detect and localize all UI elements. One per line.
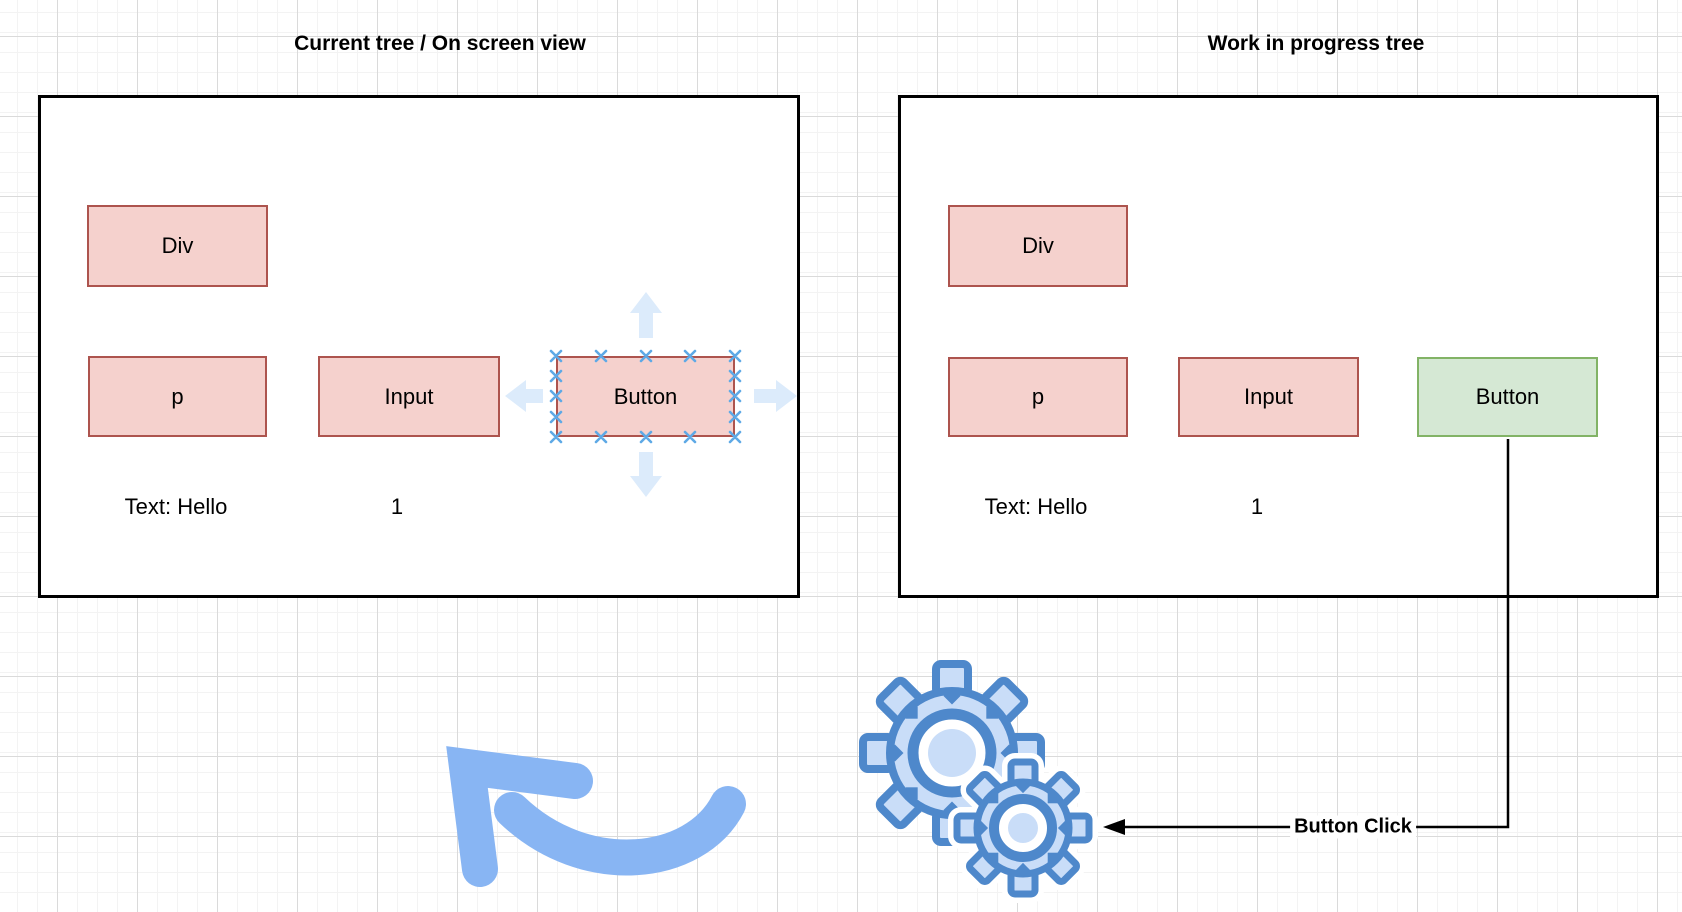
node-input-current[interactable]: Input: [318, 356, 500, 437]
node-label: Input: [384, 383, 434, 409]
arrow-right-icon[interactable]: [754, 380, 797, 412]
node-label: p: [171, 383, 184, 409]
curved-undo-arrow-icon[interactable]: [446, 746, 746, 887]
edge-arrowhead-icon: [1103, 819, 1125, 835]
directional-clone-arrow-icons[interactable]: [505, 292, 797, 497]
node-input-wip[interactable]: Input: [1178, 357, 1359, 437]
annotation-p-text[interactable]: Text: Hello: [124, 494, 228, 519]
left-panel-title[interactable]: Current tree / On screen view: [294, 32, 586, 55]
edge-label-button-click[interactable]: Button Click: [1290, 815, 1416, 839]
wip-tree-container[interactable]: [898, 95, 1659, 598]
curve-stroke: [494, 786, 746, 876]
node-button-wip[interactable]: Button: [1417, 357, 1598, 437]
node-div-current[interactable]: Div: [87, 205, 268, 287]
gear-small-studs: [973, 778, 1073, 878]
node-p-wip[interactable]: p: [948, 357, 1128, 437]
button-click-edge[interactable]: [1103, 439, 1510, 835]
arrow-down-icon[interactable]: [630, 452, 662, 497]
node-label: Input: [1244, 384, 1293, 409]
node-label: Div: [161, 233, 194, 258]
arrow-up-icon[interactable]: [630, 292, 662, 338]
node-label: p: [1031, 384, 1045, 409]
right-panel-title[interactable]: Work in progress tree: [1207, 32, 1425, 55]
annotation-p-text-wip[interactable]: Text: Hello: [984, 494, 1088, 519]
gear-large-studs: [886, 687, 1018, 819]
node-label: Div: [1022, 233, 1054, 258]
annotation-input-value[interactable]: 1: [390, 494, 404, 519]
annotation-input-value-wip[interactable]: 1: [1250, 494, 1264, 519]
edge-line[interactable]: [1110, 439, 1510, 829]
node-label: Button: [1475, 384, 1540, 409]
node-div-wip[interactable]: Div: [948, 205, 1128, 287]
node-label: Button: [613, 383, 678, 409]
arrow-left-icon[interactable]: [505, 380, 543, 412]
connection-point-x-icons[interactable]: [549, 349, 742, 444]
node-p-current[interactable]: p: [88, 356, 267, 437]
gear-small[interactable]: [953, 758, 1093, 898]
current-tree-container[interactable]: [38, 95, 800, 598]
arrowhead-stroke: [446, 746, 593, 887]
gears-icon[interactable]: [859, 660, 1098, 903]
